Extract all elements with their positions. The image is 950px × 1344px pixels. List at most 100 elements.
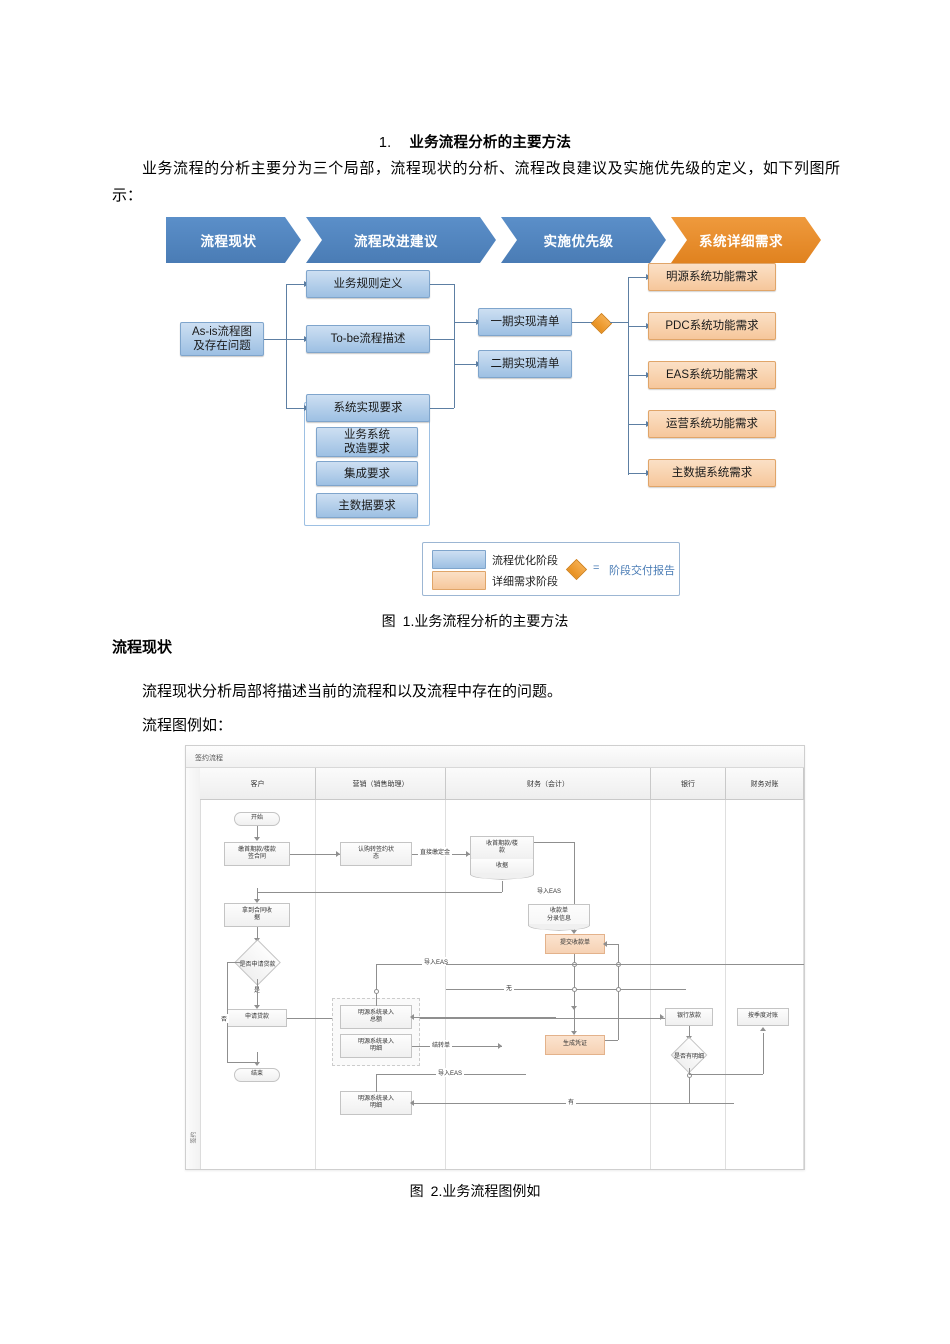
edge-voucher-right: [605, 1040, 618, 1041]
chevron-phase-3-label: 实施优先级: [543, 234, 614, 249]
node-mingyuan-detail-line1: 明源系统录入: [357, 1038, 394, 1045]
lane-column-finance: [446, 800, 651, 1169]
node-submit-receipt: 提交收款单: [545, 934, 605, 954]
node-end: 结束: [234, 1068, 280, 1082]
edge-label-import-eas-2: 导入EAS: [422, 957, 451, 966]
node-business-rules: 业务规则定义: [306, 270, 430, 298]
node-mingyuan-total: 明源系统录入 总额: [340, 1005, 412, 1029]
node-generate-voucher: 生成凭证: [545, 1035, 605, 1055]
edge-finance-to-mingyuan-total: [412, 1017, 556, 1018]
edge-submit-to-voucher: [574, 954, 575, 1008]
connector-to-out2: [628, 326, 648, 327]
lane-header-recon: 财务对账: [726, 768, 804, 800]
arrow-to-end: [254, 1062, 260, 1066]
connector-tobe-right: [430, 339, 454, 340]
paragraph-intro: 业务流程的分析主要分为三个局部，流程现状的分析、流程改良建议及实施优先级的定义，…: [112, 160, 840, 204]
node-phase1-list: 一期实现清单: [478, 308, 572, 336]
node-pay-contract: 缴首期款/楼款 签合同: [224, 842, 290, 866]
chevron-phase-2: 流程改进建议: [306, 217, 496, 263]
node-receipt-entry-info-line1: 收款单: [549, 908, 568, 914]
connector-phase1-to-diamond: [572, 322, 594, 323]
edge-q-no-left: [227, 962, 242, 963]
connector-diamond-out: [610, 322, 628, 323]
edge-label-import-eas-1: 导入EAS: [535, 886, 564, 895]
node-to-be: To-be流程描述: [306, 325, 430, 353]
legend-equals-sign: =: [593, 562, 600, 574]
connector-merge-to-phase1: [454, 322, 478, 323]
paragraph-example: 流程图例如：: [142, 717, 233, 734]
node-apply-loan: 申请贷款: [227, 1009, 287, 1027]
arrow-start-to-pay: [254, 837, 260, 841]
node-output-master-data: 主数据系统需求: [648, 459, 776, 487]
connector-to-out3: [628, 375, 648, 376]
figure-1-caption-text: 1.业务流程分析的主要方法: [402, 613, 569, 629]
arrow-to-mingyuan-detail-2: [410, 1100, 414, 1106]
edge-getinvoice-to-q: [257, 927, 258, 940]
connector-sysreq-right: [430, 408, 454, 409]
node-output-operations: 运营系统功能需求: [648, 410, 776, 438]
arrow-mingyuan-detail-to-voucher: [498, 1043, 502, 1049]
connector-to-tobe: [286, 339, 306, 340]
edge-q-to-applyloan: [257, 979, 258, 1007]
node-get-invoice-line1: 拿到合同收: [241, 907, 272, 914]
arrow-down-to-getinvoice: [254, 899, 260, 903]
heading-title: 业务流程分析的主要方法: [409, 135, 572, 151]
arrow-pay-to-confirm: [336, 851, 340, 857]
edge-bank-return-vertical: [618, 944, 619, 1040]
figure-1-caption: 图 1.业务流程分析的主要方法: [0, 611, 950, 631]
edge-to-end-vertical: [257, 1052, 258, 1064]
connector-fan-vertical: [286, 284, 287, 408]
junction-dot-sales: [374, 989, 379, 994]
edge-eas-down-to-detail2: [376, 1074, 377, 1092]
figure-2-caption-label: 图: [409, 1183, 424, 1199]
node-integration-req: 集成要求: [316, 461, 418, 486]
edge-receive-right: [534, 842, 574, 843]
legend-label-process: 流程优化阶段: [492, 555, 558, 567]
node-as-is: As-is流程图 及存在问题: [180, 322, 264, 356]
arrow-to-bank-loan: [660, 1014, 664, 1020]
edge-receipt-back-to-customer: [257, 892, 502, 893]
node-mingyuan-detail-line2: 明细: [369, 1046, 382, 1052]
edge-recon-up: [763, 1033, 764, 1074]
edge-label-has-detail: 有: [566, 1097, 577, 1106]
junction-dot-finance-4: [616, 987, 621, 992]
node-receive-payment: 收首期款/楼 款: [470, 836, 534, 859]
chevron-phase-4-label: 系统详细需求: [699, 234, 783, 249]
figure-2-swimlane-diagram: 签约流程 签约 客户 营销（销售助理） 财务（会计） 银行 财务对账 开始 缴首…: [185, 745, 805, 1170]
node-as-is-line1: As-is流程图: [191, 326, 253, 338]
lane-column-bank: [651, 800, 726, 1169]
edge-mingyuan-detail-right: [412, 1046, 502, 1047]
lane-column-recon: [726, 800, 804, 1169]
edge-bank-return-horizontal: [605, 944, 618, 945]
node-receipt: 收据: [470, 859, 534, 875]
edge-pay-to-confirm: [290, 854, 340, 855]
edge-label-direct-deposit: 直接缴定金: [418, 847, 453, 856]
page-title: 1. 业务流程分析的主要方法: [0, 131, 950, 152]
node-mingyuan-detail-2-line2: 明细: [369, 1103, 382, 1109]
node-get-invoice: 拿到合同收 据: [224, 903, 290, 927]
figure-1-caption-label: 图: [381, 613, 396, 629]
figure-1-process-analysis: 流程现状 流程改进建议 实施优先级 系统详细需求: [160, 212, 821, 612]
edge-start-to-pay: [257, 826, 258, 839]
edge-label-none: 无: [504, 983, 515, 992]
node-output-eas: EAS系统功能需求: [648, 361, 776, 389]
figure-1-legend: 流程优化阶段 详细需求阶段 = 阶段交付报告: [422, 542, 680, 596]
arrow-to-submit-receipt: [571, 930, 577, 934]
edge-label-import-eas-3: 导入EAS: [436, 1068, 465, 1077]
phase-chevron-bar: 流程现状 流程改进建议 实施优先级 系统详细需求: [166, 217, 821, 263]
node-biz-system-change: 业务系统 改造要求: [316, 427, 418, 457]
connector-to-sysreq: [286, 408, 306, 409]
junction-dot-finance-1: [572, 987, 577, 992]
node-output-mingyuan: 明源系统功能需求: [648, 263, 776, 291]
node-has-detail-decision-label: 是否有明细: [673, 1054, 704, 1060]
lane-header-sales: 营销（销售助理）: [316, 768, 446, 800]
node-output-pdc: PDC系统功能需求: [648, 312, 776, 340]
heading-number: 1.: [378, 135, 392, 151]
node-pay-contract-line1: 缴首期款/楼款: [238, 846, 276, 853]
node-mingyuan-total-line1: 明源系统录入: [357, 1009, 394, 1016]
node-receive-payment-line2: 款: [498, 848, 505, 854]
lane-header-finance: 财务（会计）: [446, 768, 651, 800]
swimlane-side-band: 签约: [186, 768, 201, 1169]
